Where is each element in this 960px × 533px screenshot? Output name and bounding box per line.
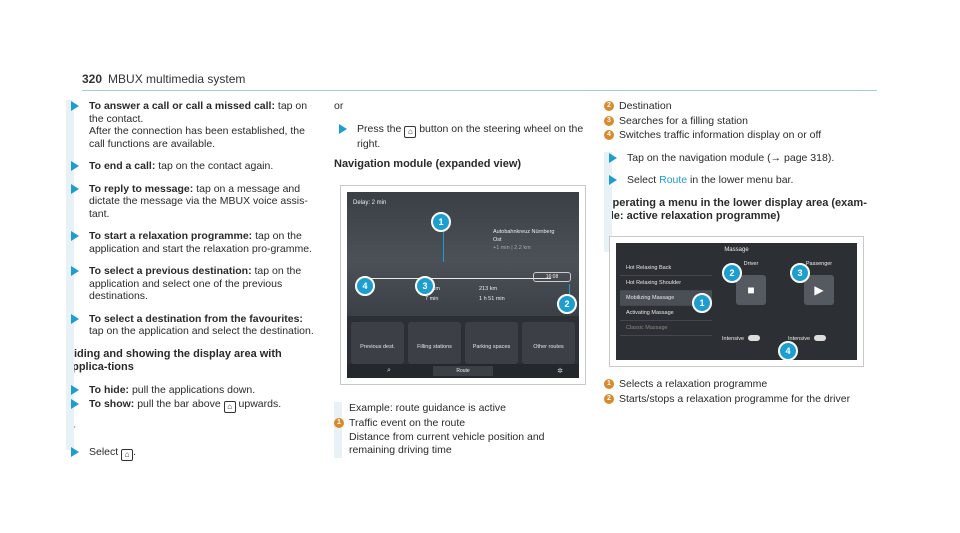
list-item: Hot Relaxing Shoulder xyxy=(620,276,712,291)
column-left: To answer a call or call a missed call: … xyxy=(66,100,318,471)
stop-icon: ■ xyxy=(736,275,766,305)
nav-tiles: Previous dest. Filling stations Parking … xyxy=(351,322,575,364)
step-arrow-icon xyxy=(71,446,79,457)
legend-item-1: 1 Traffic event on the route xyxy=(334,417,584,430)
massage-legend: 1 Selects a relaxation programme 2 Start… xyxy=(604,378,874,407)
legend-item-2: 2 Destination xyxy=(604,100,874,113)
number-badge: 3 xyxy=(604,115,614,126)
intensive-passenger: Intensive xyxy=(788,335,827,342)
toggle-icon xyxy=(814,335,827,341)
step-select-route: Select Route in the lower menu bar. xyxy=(604,174,874,187)
destination-info: Autobahnkreuz Nürnberg Ost +1 min | 2.2 … xyxy=(493,229,555,251)
play-icon: ▶ xyxy=(804,275,834,305)
route-line xyxy=(365,278,551,279)
massage-program-list: Hot Relaxing Back Hot Relaxing Shoulder … xyxy=(620,261,712,336)
gear-icon: ✲ xyxy=(557,368,563,375)
legend-item-4: 4 Switches traffic information display o… xyxy=(604,129,874,142)
step-arrow-icon xyxy=(609,152,617,163)
route-button: Route xyxy=(433,366,493,376)
callout-3: 3 xyxy=(415,276,435,296)
list-item: Classic Massage xyxy=(620,321,712,336)
page-header: 320 MBUX multimedia system xyxy=(82,72,245,86)
step-arrow-icon xyxy=(71,231,79,241)
step-arrow-icon xyxy=(71,384,79,395)
figure-caption: Example: route guidance is active xyxy=(349,402,507,414)
page-header-title: MBUX multimedia system xyxy=(108,72,246,86)
step-end-call: To end a call: tap on the contact again. xyxy=(66,160,318,173)
page-number: 320 xyxy=(82,72,103,86)
tile-other-routes: Other routes xyxy=(522,322,575,364)
number-badge: 1 xyxy=(334,417,344,428)
massage-screen: Massage Hot Relaxing Back Hot Relaxing S… xyxy=(616,243,857,360)
number-badge: 4 xyxy=(604,130,614,140)
legend-item-1: 1 Selects a relaxation programme xyxy=(604,378,874,391)
step-select-home: Select ⌂. xyxy=(66,446,318,461)
navigation-legend: Example: route guidance is active 1 Traf… xyxy=(334,402,584,458)
destination-distance-info: 213 km 1 h 51 min xyxy=(479,286,505,302)
header-divider xyxy=(82,90,877,91)
column-right: 2 Destination 3 Searches for a filling s… xyxy=(604,100,874,252)
column-middle: or Press the ⌂ button on the steering wh… xyxy=(334,100,584,181)
step-arrow-icon xyxy=(71,399,79,409)
step-arrow-icon xyxy=(71,266,79,276)
section-heading-navigation: Navigation module (expanded view) xyxy=(334,158,522,170)
number-badge: 2 xyxy=(604,393,614,404)
step-arrow-icon xyxy=(339,123,347,134)
step-press-home: Press the ⌂ button on the steering wheel… xyxy=(334,123,584,151)
section-heading-hiding: Hiding and showing the display area with… xyxy=(66,347,282,373)
list-item: Hot Relaxing Back xyxy=(620,261,712,276)
step-favourite-destination: To select a destination from the favouri… xyxy=(66,313,318,338)
step-arrow-icon xyxy=(71,313,79,324)
step-arrow-icon xyxy=(609,175,617,185)
massage-menu-screenshot: Massage Hot Relaxing Back Hot Relaxing S… xyxy=(609,236,864,367)
callout-2: 2 xyxy=(557,294,577,314)
step-show: To show: pull the bar above ⌂ upwards. xyxy=(66,398,318,413)
legend-item-1-detail: Distance from current vehicle position a… xyxy=(349,431,545,456)
arrival-time-badge: 16:08 xyxy=(533,272,571,282)
tile-parking-spaces: Parking spaces xyxy=(465,322,518,364)
instruction-side-bar xyxy=(66,100,74,450)
search-icon: ⌕ xyxy=(387,367,391,374)
step-previous-destination: To select a previous destination: tap on… xyxy=(66,265,318,303)
number-badge: 2 xyxy=(604,101,614,111)
tile-filling-stations: Filling stations xyxy=(408,322,461,364)
callout-3: 3 xyxy=(790,263,810,283)
step-tap-navigation: Tap on the navigation module (→ page 318… xyxy=(604,152,874,165)
callout-1: 1 xyxy=(431,212,451,232)
driver-column: Driver ■ xyxy=(720,261,782,331)
legend-item-3: 3 Searches for a filling station xyxy=(604,115,874,128)
callout-4: 4 xyxy=(778,341,798,360)
step-arrow-icon xyxy=(71,183,79,194)
intensive-driver: Intensive xyxy=(722,335,761,342)
callout-1: 1 xyxy=(692,293,712,313)
or-text: or xyxy=(66,423,318,436)
home-icon: ⌂ xyxy=(404,125,417,138)
navigation-screen: Delay: 2 min Autobahnkreuz Nürnberg Ost … xyxy=(347,192,579,378)
number-badge: 1 xyxy=(604,379,614,389)
step-arrow-icon xyxy=(71,101,79,111)
passenger-column: Passenger ▶ xyxy=(788,261,850,331)
section-heading-menu: Operating a menu in the lower display ar… xyxy=(604,196,867,222)
step-hide: To hide: pull the applications down. xyxy=(66,384,318,397)
delay-label: Delay: 2 min xyxy=(353,200,387,206)
step-answer-call: To answer a call or call a missed call: … xyxy=(66,100,318,150)
home-icon: ⌂ xyxy=(121,448,134,461)
route-link[interactable]: Route xyxy=(659,174,688,186)
map-area xyxy=(347,192,579,316)
or-text: or xyxy=(334,100,344,112)
list-item: Mobilizing Massage xyxy=(620,291,712,306)
navigation-module-screenshot: Delay: 2 min Autobahnkreuz Nürnberg Ost … xyxy=(340,185,586,385)
callout-2: 2 xyxy=(722,263,742,283)
list-item: Activating Massage xyxy=(620,306,712,321)
legend-item-2: 2 Starts/stops a relaxation programme fo… xyxy=(604,393,874,406)
step-reply-message: To reply to message: tap on a message an… xyxy=(66,183,318,221)
callout-4: 4 xyxy=(355,276,375,296)
step-start-relaxation: To start a relaxation programme: tap on … xyxy=(66,230,318,255)
toggle-icon xyxy=(748,335,761,341)
massage-title: Massage xyxy=(724,247,749,253)
home-icon: ⌂ xyxy=(223,401,236,413)
step-arrow-icon xyxy=(71,161,79,171)
tile-previous-dest: Previous dest. xyxy=(351,322,404,364)
